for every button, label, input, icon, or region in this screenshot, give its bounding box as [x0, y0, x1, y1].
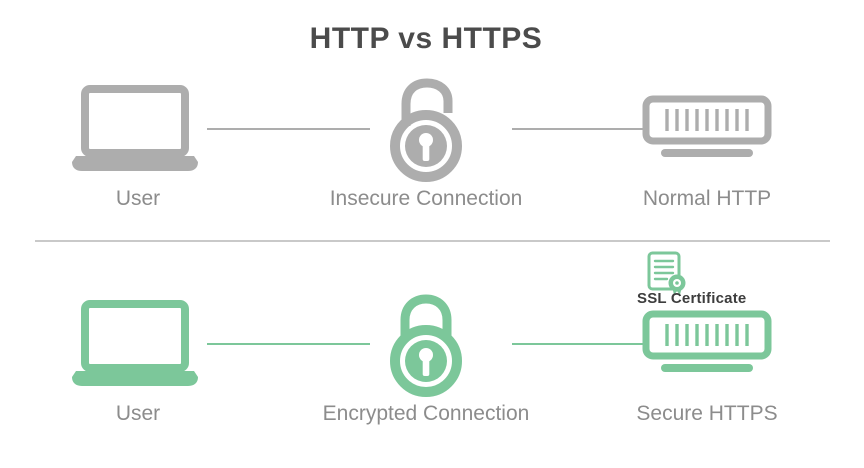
- connection-label: Encrypted Connection: [322, 402, 530, 425]
- connector-line: [207, 128, 370, 130]
- user-label: User: [115, 402, 161, 425]
- server-label: Secure HTTPS: [636, 402, 778, 425]
- laptop-icon: [72, 85, 198, 171]
- unlocked-padlock-icon: [390, 78, 462, 182]
- connection-label: Insecure Connection: [329, 187, 523, 210]
- server-icon: [642, 310, 772, 372]
- ssl-certificate-icon: [647, 251, 686, 295]
- server-label: Normal HTTP: [642, 187, 772, 210]
- ssl-certificate-label: SSL Certificate: [637, 290, 747, 307]
- row-divider: [35, 240, 830, 242]
- locked-padlock-icon: [390, 294, 462, 397]
- laptop-icon: [72, 300, 198, 386]
- connector-line: [512, 128, 643, 130]
- page-title: HTTP vs HTTPS: [309, 22, 543, 55]
- connector-line: [207, 343, 370, 345]
- user-label: User: [115, 187, 161, 210]
- connector-line: [512, 343, 643, 345]
- server-icon: [642, 95, 772, 157]
